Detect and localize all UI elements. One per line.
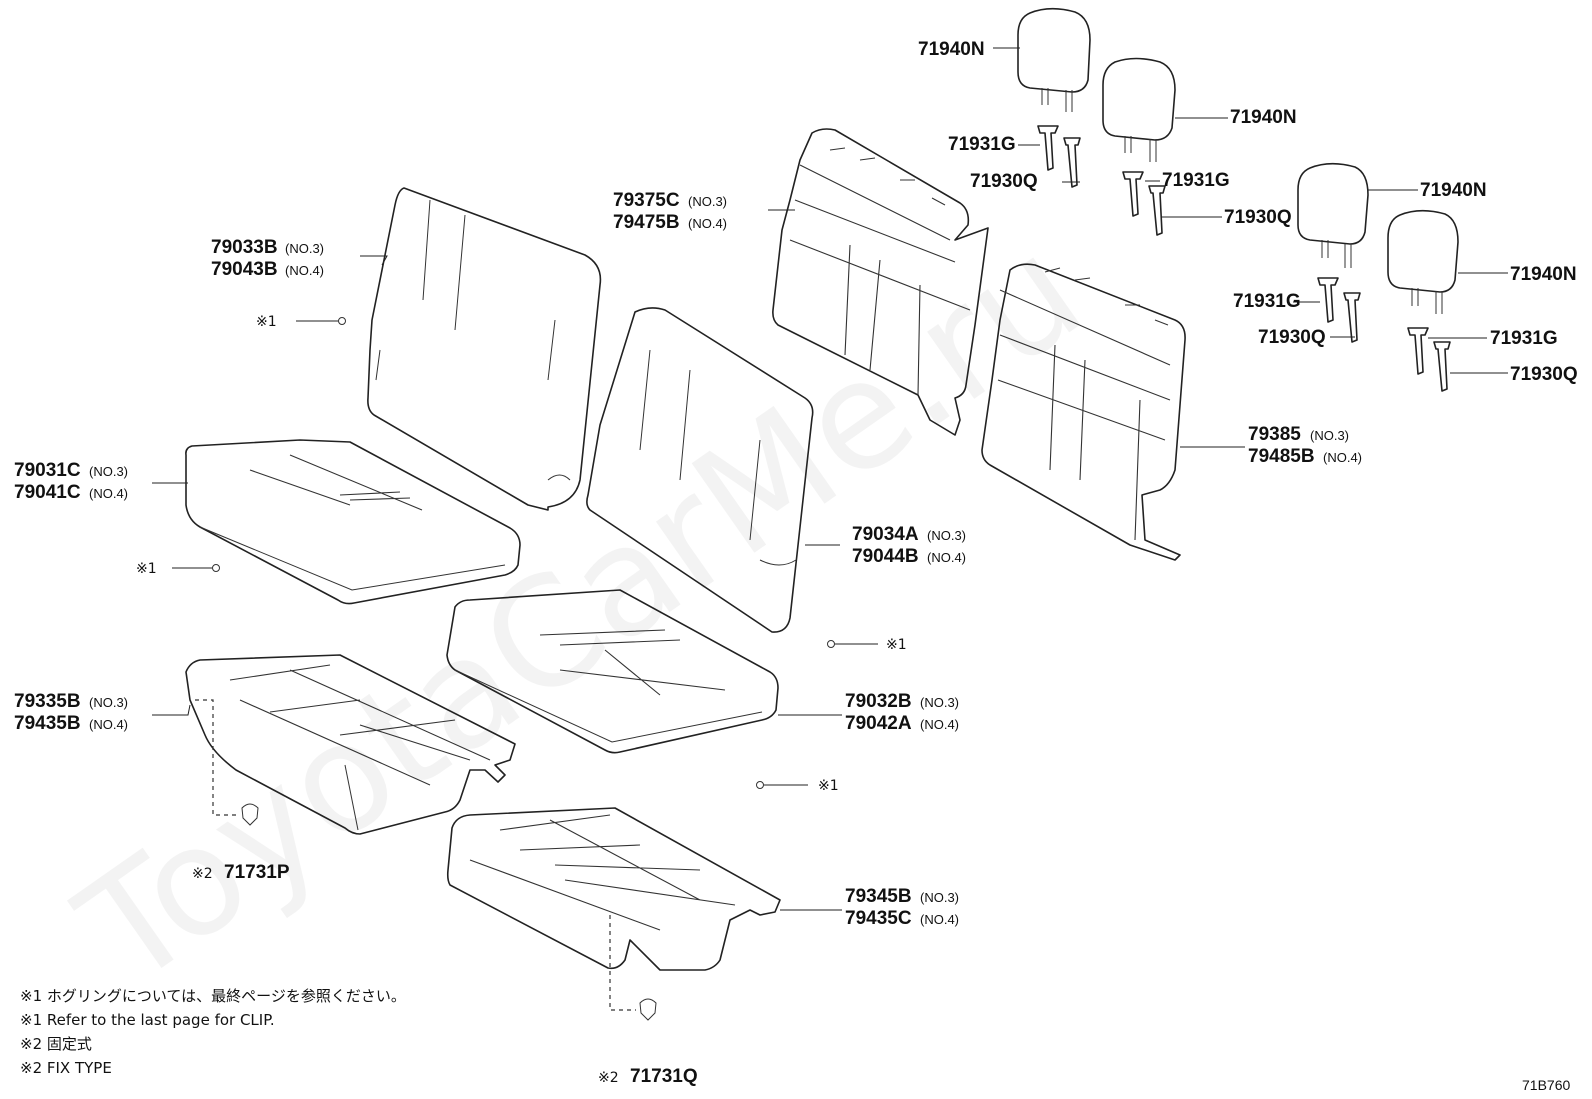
guide-71930q-3: [1343, 292, 1361, 343]
part-number-71931g: 71931G: [1233, 291, 1301, 312]
part-number: 79475B: [613, 212, 680, 233]
part-number-71940n: 71940N: [1230, 107, 1297, 128]
version-label: (NO.3): [920, 890, 959, 905]
version-label: (NO.3): [285, 241, 324, 256]
clip-note-mark: ※1: [136, 561, 157, 577]
fix-type-mark: ※2: [192, 866, 213, 882]
version-label: (NO.3): [89, 695, 128, 710]
version-label: (NO.4): [89, 717, 128, 732]
callout-79375c: 79375C (NO.3) 79475B (NO.4): [613, 190, 727, 233]
part-number-71930q: 71930Q: [970, 171, 1038, 192]
part-number: 79385: [1248, 424, 1301, 445]
version-label: (NO.4): [927, 550, 966, 565]
left-seatback-cover: [367, 187, 602, 511]
part-number: 79485B: [1248, 446, 1315, 467]
part-number-71940n: 71940N: [918, 39, 985, 60]
center-seatback-cover: [586, 307, 814, 633]
headrest-part-labels: 71940N 71940N 71940N 71940N 71931G 71931…: [918, 39, 1578, 385]
part-number: 79043B: [211, 259, 278, 280]
part-number: 79033B: [211, 237, 278, 258]
support-71931g-1: [1037, 125, 1059, 171]
headrest-2: [1102, 57, 1176, 162]
part-number-71930q: 71930Q: [1224, 207, 1292, 228]
version-label: (NO.4): [285, 263, 324, 278]
fastener-71731q: ※2 71731Q: [598, 1066, 698, 1087]
left-cushion-cover: [185, 439, 521, 605]
seatback-pad-no3: [772, 128, 989, 436]
support-71931g-2: [1122, 171, 1144, 217]
version-label: (NO.4): [688, 216, 727, 231]
footnote-fix-en: ※2 FIX TYPE: [20, 1059, 112, 1077]
part-number-71731q: 71731Q: [630, 1066, 698, 1087]
part-number: 79375C: [613, 190, 680, 211]
headrest-1: [1017, 7, 1091, 112]
version-label: (NO.3): [1310, 428, 1349, 443]
part-number: 79435B: [14, 713, 81, 734]
leader-lines: [152, 47, 1508, 911]
headrest-3: [1297, 162, 1369, 268]
clip-note-mark: ※1: [256, 314, 277, 330]
footnotes: ※1 ホグリングについては、最終ページを参照ください。 ※1 Refer to …: [20, 987, 406, 1077]
center-cushion-pad: [446, 807, 781, 1021]
support-71931g-4: [1407, 327, 1429, 375]
part-number-71930q: 71930Q: [1258, 327, 1326, 348]
version-label: (NO.4): [89, 486, 128, 501]
part-number: 79041C: [14, 482, 81, 503]
diagram-code: 71B760: [1522, 1077, 1570, 1093]
support-71931g-3: [1317, 277, 1339, 323]
guide-71930q-4: [1433, 341, 1451, 392]
seatback-pad-no4: [981, 263, 1186, 561]
callout-79345b: 79345B (NO.3) 79435C (NO.4): [845, 886, 959, 929]
callout-79335b: 79335B (NO.3) 79435B (NO.4): [14, 691, 128, 734]
fix-type-mark: ※2: [598, 1070, 619, 1086]
part-number-71940n: 71940N: [1510, 264, 1577, 285]
footnote-fix-jp: ※2 固定式: [20, 1035, 92, 1053]
callout-79032b: 79032B (NO.3) 79042A (NO.4): [845, 691, 959, 734]
part-number-71731p: 71731P: [224, 862, 290, 883]
callout-79033b: 79033B (NO.3) 79043B (NO.4): [211, 237, 324, 280]
clip-note-mark: ※1: [818, 778, 839, 794]
clip-mark-labels: ※1 ※1 ※1 ※1: [136, 314, 907, 794]
part-number: 79031C: [14, 460, 81, 481]
part-number-71931g: 71931G: [1490, 328, 1558, 349]
version-label: (NO.3): [688, 194, 727, 209]
version-label: (NO.4): [1323, 450, 1362, 465]
part-number: 79034A: [852, 524, 919, 545]
guide-71930q-1: [1063, 137, 1081, 188]
part-number-71931g: 71931G: [948, 134, 1016, 155]
callout-79034a: 79034A (NO.3) 79044B (NO.4): [852, 524, 966, 567]
part-number: 79335B: [14, 691, 81, 712]
version-label: (NO.3): [920, 695, 959, 710]
callout-79031c: 79031C (NO.3) 79041C (NO.4): [14, 460, 128, 503]
part-number: 79032B: [845, 691, 912, 712]
part-number-71940n: 71940N: [1420, 180, 1487, 201]
clip-marks: [172, 317, 878, 789]
footnote-clip-en: ※1 Refer to the last page for CLIP.: [20, 1011, 275, 1029]
left-cushion-pad: [185, 654, 516, 835]
clip-note-mark: ※1: [886, 637, 907, 653]
version-label: (NO.3): [89, 464, 128, 479]
headrest-4: [1387, 209, 1459, 314]
fastener-71731p: ※2 71731P: [192, 862, 290, 883]
part-number: 79044B: [852, 546, 919, 567]
center-cushion-cover: [446, 589, 779, 754]
part-number: 79345B: [845, 886, 912, 907]
part-number-71931g: 71931G: [1162, 170, 1230, 191]
footnote-clip-jp: ※1 ホグリングについては、最終ページを参照ください。: [20, 987, 406, 1005]
version-label: (NO.4): [920, 717, 959, 732]
part-number: 79042A: [845, 713, 912, 734]
callout-79385: 79385 (NO.3) 79485B (NO.4): [1248, 424, 1362, 467]
version-label: (NO.4): [920, 912, 959, 927]
part-number: 79435C: [845, 908, 912, 929]
guide-71930q-2: [1148, 185, 1166, 236]
version-label: (NO.3): [927, 528, 966, 543]
part-number-71930q: 71930Q: [1510, 364, 1578, 385]
